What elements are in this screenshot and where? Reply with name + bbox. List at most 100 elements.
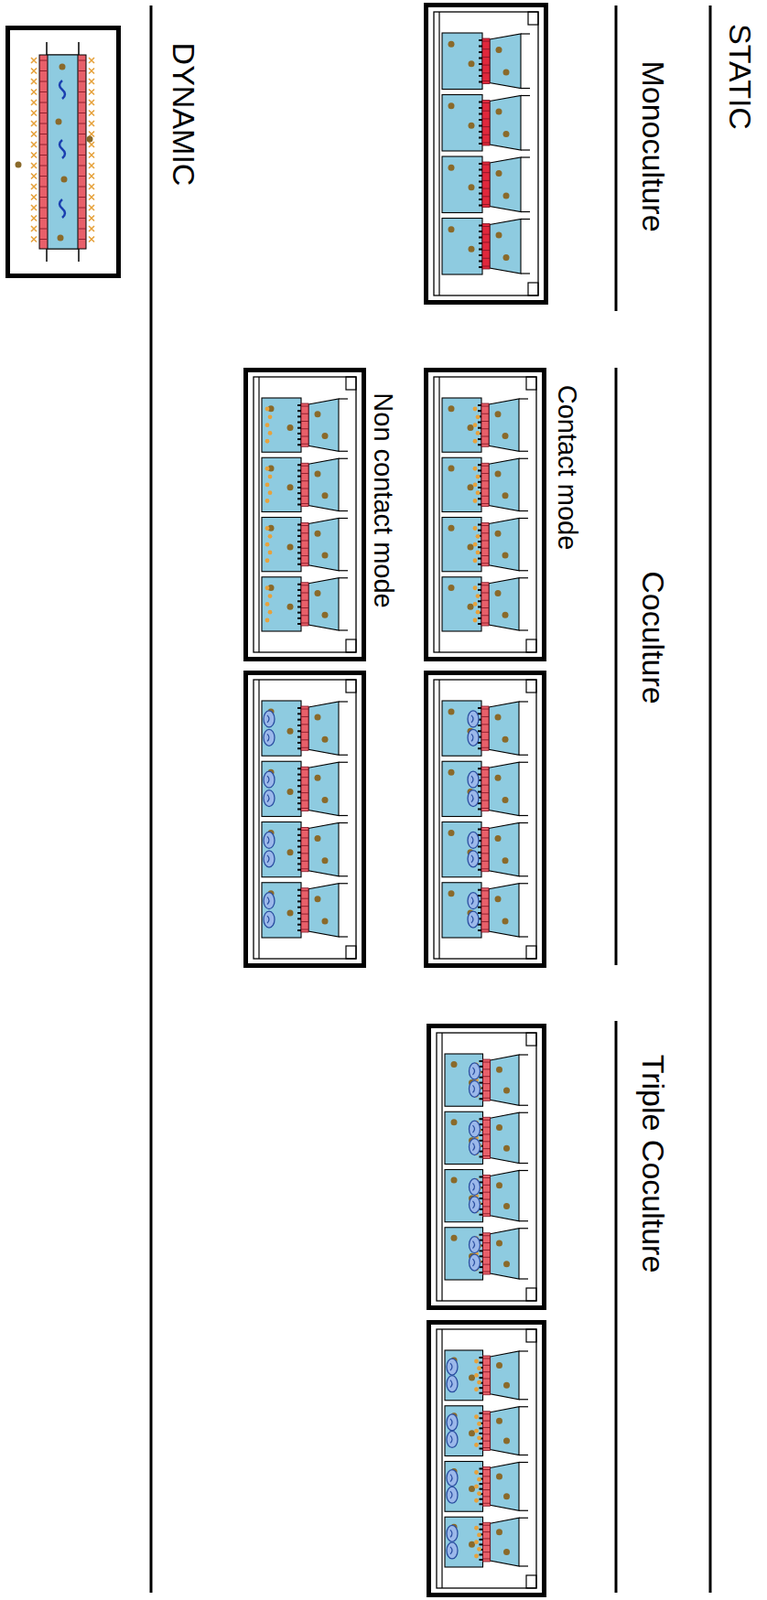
plate-frame [429, 1323, 545, 1597]
dendritic-cell [31, 205, 37, 211]
mode-label: Non contact mode [369, 392, 397, 608]
cell-border [301, 562, 309, 564]
cell-border [483, 1127, 491, 1129]
cell-border [78, 238, 87, 240]
dendritic-cell [31, 237, 37, 243]
transwell [261, 398, 348, 453]
macrophage-nucleus [471, 897, 474, 906]
apical-insert [490, 1518, 520, 1567]
cell-border [482, 41, 490, 43]
membrane-pore [477, 747, 482, 750]
apical-insert [308, 762, 339, 816]
membrane-pore [478, 248, 483, 251]
cell-border [482, 188, 490, 190]
dendritic-cell [265, 439, 271, 444]
cell-border [482, 80, 490, 82]
cell-border [78, 91, 87, 93]
particle [503, 1438, 510, 1446]
membrane-pore [477, 563, 482, 566]
cell-border [483, 1250, 491, 1252]
dendritic-cell [88, 78, 95, 85]
membrane-pore [479, 1060, 484, 1063]
plate-lid-edge [526, 1033, 537, 1047]
plate-lid-edge [345, 639, 357, 653]
particle [59, 64, 66, 71]
basal-medium [444, 1350, 484, 1402]
transwell [444, 1228, 529, 1281]
transwell [261, 457, 348, 512]
membrane-pore [479, 1098, 484, 1101]
particle [503, 1203, 510, 1210]
membrane-pore [297, 497, 302, 500]
dendritic-cell [268, 490, 273, 496]
membrane-pore [297, 540, 302, 543]
particle [468, 1375, 476, 1383]
membrane-pore [477, 907, 482, 909]
macrophage-cell [467, 729, 479, 746]
insert-flange [518, 1511, 529, 1513]
apical-insert [488, 578, 519, 631]
plate-body [253, 680, 357, 960]
particle [314, 835, 322, 843]
dendritic-cell [265, 422, 271, 428]
particle [502, 918, 509, 925]
cell-border [301, 428, 309, 430]
dendritic-cell [31, 120, 37, 127]
cell-border [483, 1379, 491, 1381]
cell-border [482, 266, 490, 268]
macrophage-nucleus [450, 1491, 453, 1500]
epithelial-monolayer [481, 828, 489, 873]
membrane-pore [297, 730, 302, 733]
cell-border [481, 890, 489, 892]
insert-flange [520, 218, 530, 220]
cell-border [481, 615, 489, 616]
macrophage-nucleus [471, 795, 474, 803]
insert-flange [338, 762, 348, 764]
apical-insert [488, 458, 519, 511]
membrane-pore [478, 57, 483, 60]
dendritic-cell [31, 89, 37, 96]
apical-insert [490, 1351, 520, 1401]
insert-flange [338, 518, 348, 519]
group-heading: Monoculture [637, 60, 670, 232]
dendritic-cell [475, 414, 481, 420]
insert-flange [518, 815, 529, 817]
membrane-pore [479, 1469, 484, 1471]
membrane-pore [297, 912, 302, 915]
cell-border [481, 716, 489, 718]
membrane-pore [477, 617, 482, 620]
membrane-pore [297, 774, 302, 777]
cell-border [482, 164, 490, 166]
particle [496, 46, 503, 54]
plate-base [438, 377, 440, 653]
cell-border [78, 228, 87, 230]
cell-border [483, 1242, 491, 1244]
cell-border [483, 1421, 491, 1423]
membrane-pore [297, 563, 302, 566]
particle [314, 714, 322, 722]
membrane-pore [479, 1134, 484, 1137]
cell-border [301, 739, 309, 741]
cell-border [39, 102, 47, 104]
dynamic-device [8, 28, 119, 277]
dendritic-cell [268, 594, 273, 599]
particle [496, 1182, 503, 1189]
cell-border [301, 548, 309, 550]
bacteria [59, 199, 65, 218]
cell-border [39, 112, 47, 114]
membrane-pore [297, 481, 302, 484]
particle [503, 69, 510, 76]
membrane-pore [479, 1443, 484, 1446]
membrane-pore [297, 443, 302, 446]
epithelial-monolayer [482, 100, 490, 147]
membrane-pore [478, 45, 483, 48]
dendritic-cell [474, 1540, 479, 1545]
membrane-pore [297, 612, 302, 615]
membrane-pore [478, 230, 483, 233]
membrane-pore [297, 857, 302, 860]
membrane-pore [477, 929, 482, 932]
epithelial-monolayer [301, 888, 309, 933]
epithelial-monolayer [301, 463, 309, 507]
particle [448, 709, 455, 716]
cell-border [483, 1192, 491, 1194]
